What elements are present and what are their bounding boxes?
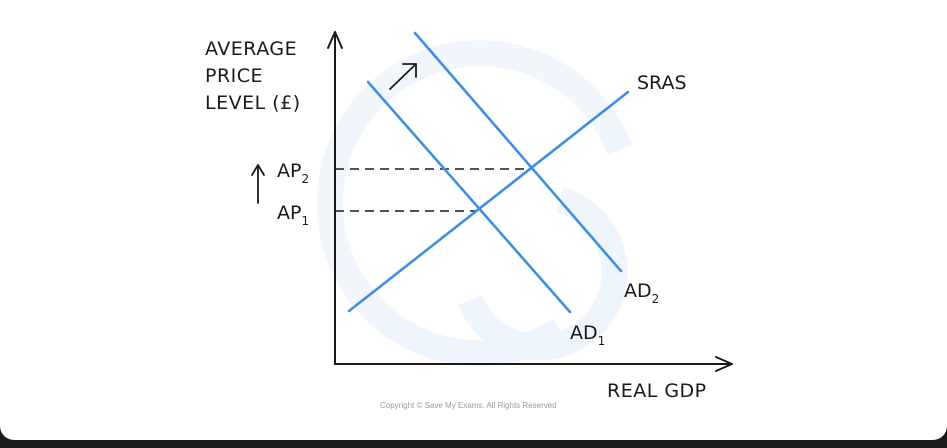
ap1-label: AP1 [277,202,309,228]
y-axis-arrowhead [327,31,343,49]
x-axis-arrowhead [715,356,733,372]
sras-curve [347,90,630,313]
copyright-notice: Copyright © Save My Exams. All Rights Re… [380,401,557,410]
curves [347,31,630,314]
sras-label: SRAS [637,72,687,94]
x-axis-label: REAL GDP [607,380,707,402]
shift-arrow-icon [389,63,417,90]
ad2-curve [413,31,623,273]
watermark-logo [316,40,633,367]
y-axis-label: AVERAGE PRICE LEVEL (£) [205,38,304,114]
price-increase-arrow-icon [251,164,265,204]
ad1-label: AD1 [570,322,605,348]
axes [327,31,733,372]
guide-lines [335,168,534,212]
ad1-curve [366,80,572,314]
ap2-label: AP2 [277,160,309,186]
ad2-label: AD2 [624,280,659,306]
